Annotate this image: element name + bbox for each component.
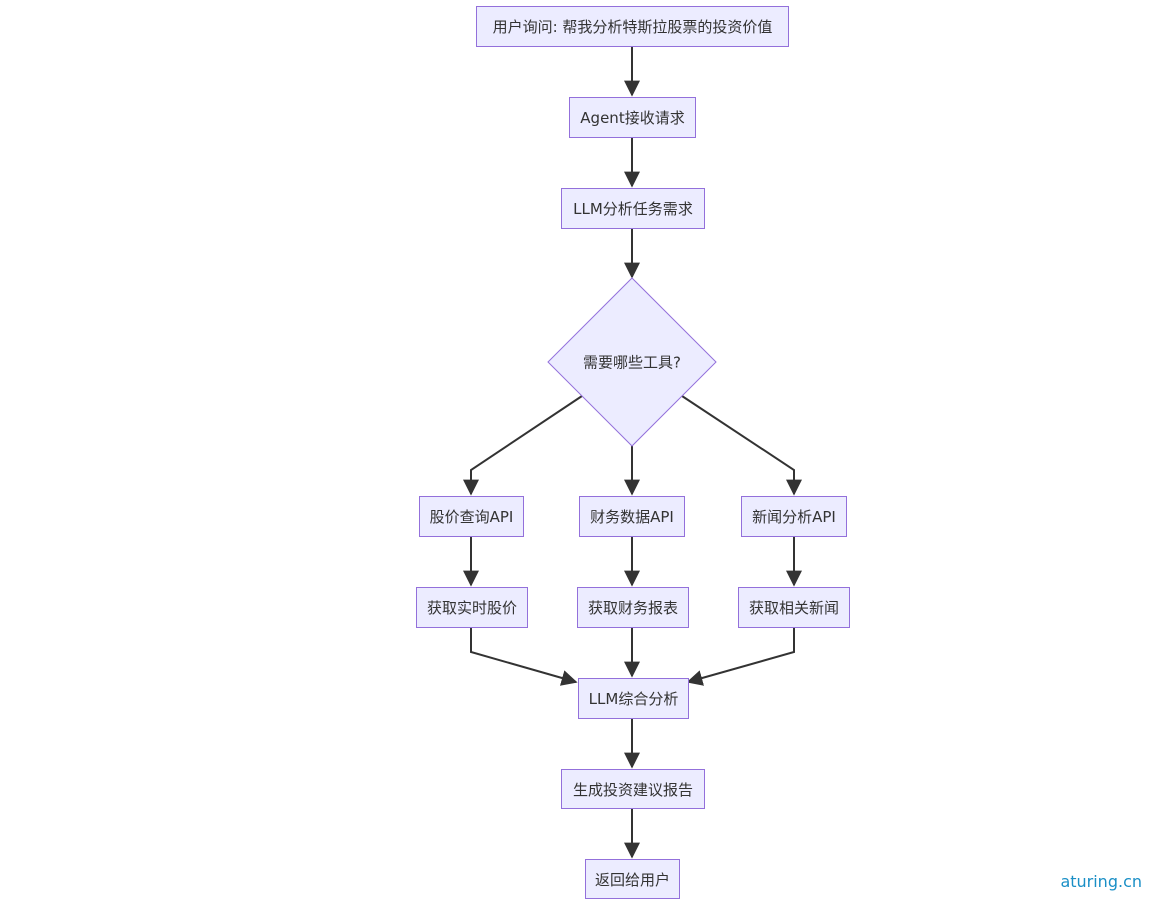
node-agent-receive: Agent接收请求 <box>569 97 696 138</box>
edge-price-to-synthesis <box>470 628 578 686</box>
node-get-realtime-price: 获取实时股价 <box>416 587 528 628</box>
node-user-query: 用户询问: 帮我分析特斯拉股票的投资价值 <box>476 6 789 47</box>
node-get-related-news: 获取相关新闻 <box>738 587 850 628</box>
edge-decision-to-stock-api <box>463 395 583 496</box>
decision-diamond-shape <box>547 277 717 447</box>
node-generate-report: 生成投资建议报告 <box>561 769 705 809</box>
node-llm-analyze-task: LLM分析任务需求 <box>561 188 705 229</box>
node-return-user: 返回给用户 <box>585 859 680 899</box>
node-llm-synthesis: LLM综合分析 <box>578 678 689 719</box>
node-get-financial-report: 获取财务报表 <box>577 587 689 628</box>
node-stock-price-api: 股价查询API <box>419 496 524 537</box>
edge-news-to-synthesis <box>686 628 795 686</box>
node-financial-data-api: 财务数据API <box>579 496 685 537</box>
watermark-text: aturing.cn <box>1060 872 1142 891</box>
node-news-analysis-api: 新闻分析API <box>741 496 847 537</box>
decision-tools-label: 需要哪些工具? <box>583 353 681 372</box>
edge-decision-to-news-api <box>681 395 802 496</box>
